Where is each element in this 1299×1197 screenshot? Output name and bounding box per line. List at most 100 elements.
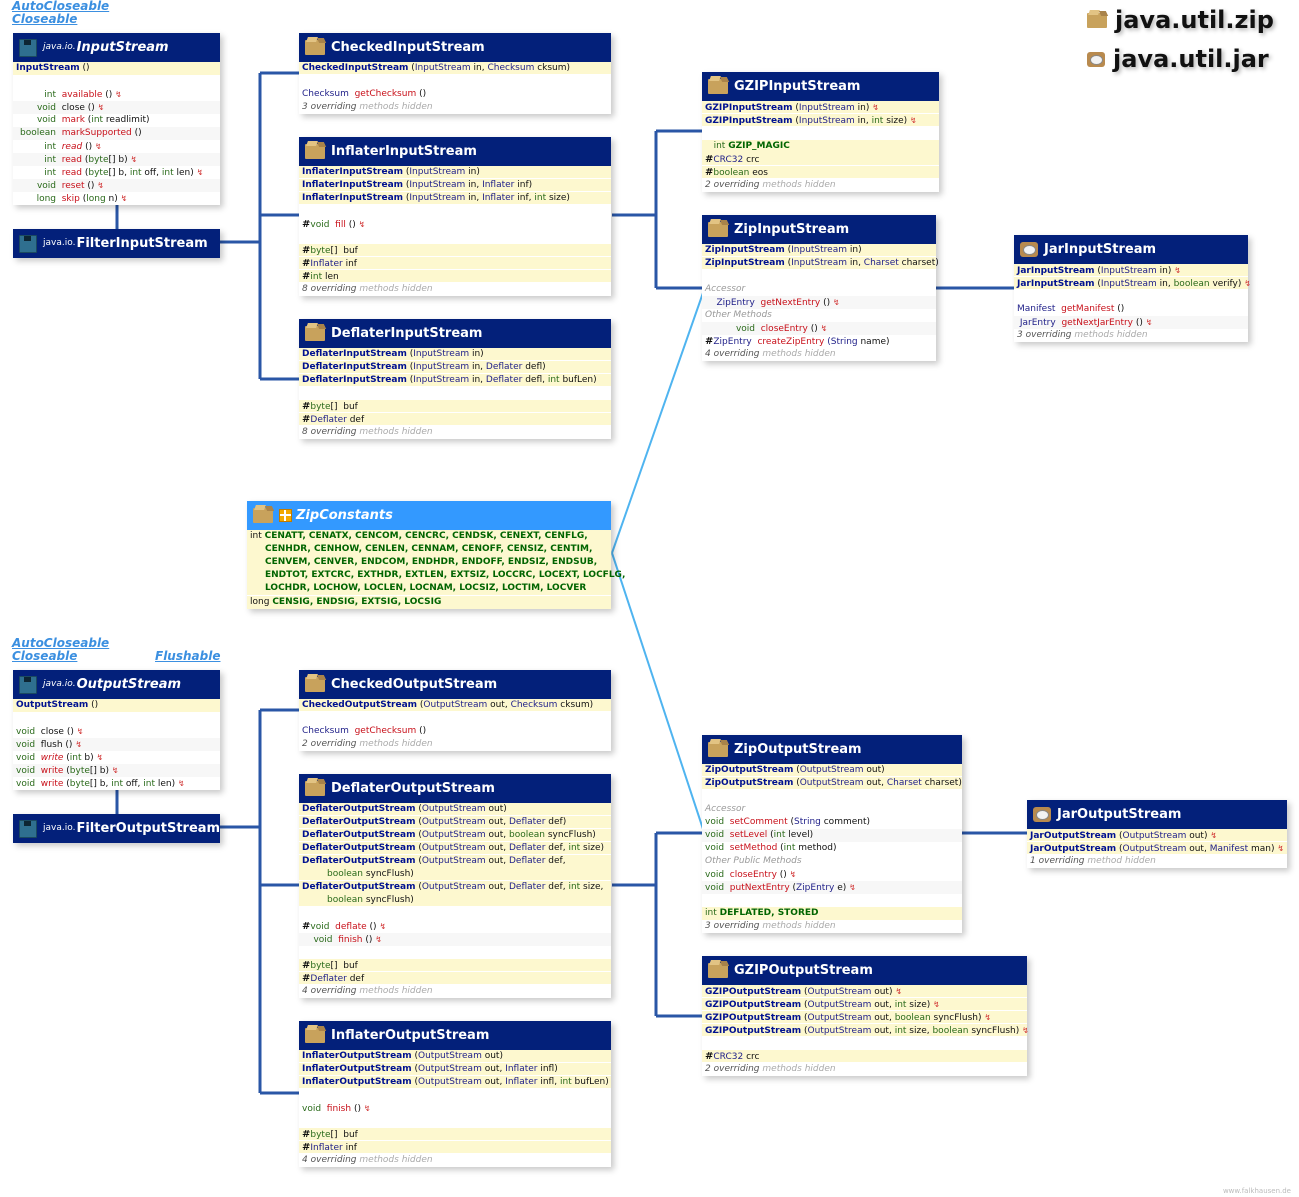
interface-link-autocloseable[interactable]: AutoCloseable	[12, 636, 110, 650]
class-header[interactable]: java.io.InputStream	[13, 33, 220, 62]
constructor-row: GZIPOutputStream (OutputStream out) ↯	[702, 985, 1027, 998]
class-jarinputstream[interactable]: JarInputStream JarInputStream (InputStre…	[1014, 235, 1251, 342]
method-row: void flush () ↯	[13, 738, 220, 751]
class-name: ZipInputStream	[734, 222, 850, 237]
constructor-row: CheckedInputStream (InputStream in, Chec…	[299, 62, 611, 75]
section-label: Accessor	[705, 284, 746, 294]
class-header[interactable]: ZipInputStream	[702, 215, 936, 244]
connector-zipconstants-zipin	[611, 289, 705, 554]
class-header[interactable]: java.io.FilterInputStream	[13, 229, 220, 258]
long-constants: long CENSIG, ENDSIG, EXTSIG, LOCSIG	[247, 595, 611, 609]
class-header[interactable]: InflaterOutputStream	[299, 1021, 611, 1050]
class-header[interactable]: JarInputStream	[1014, 235, 1248, 264]
class-name: ZipOutputStream	[734, 742, 862, 757]
class-checkedinputstream[interactable]: CheckedInputStream CheckedInputStream (I…	[299, 33, 611, 114]
constant-row: int GZIP_MAGIC	[702, 140, 939, 153]
interface-link-autocloseable[interactable]: AutoCloseable	[12, 0, 110, 13]
section-label: Other Methods	[705, 310, 772, 320]
class-filterinputstream[interactable]: java.io.FilterInputStream	[13, 229, 220, 258]
constructor-list: CheckedInputStream (InputStream in, Chec…	[299, 62, 611, 75]
field-list: #CRC32 crc	[702, 1050, 1027, 1063]
method-row: int read () ↯	[44, 142, 102, 152]
field-row: #byte[] buf	[299, 959, 611, 972]
class-header[interactable]: DeflaterInputStream	[299, 319, 611, 348]
package-name: java.io.	[43, 823, 76, 833]
method-row: void close () ↯	[16, 727, 84, 737]
method-list: void close () ↯void flush () ↯void write…	[13, 725, 220, 790]
constructor-row: CheckedOutputStream (OutputStream out, C…	[299, 699, 611, 712]
section-label: Accessor	[705, 804, 746, 814]
class-header[interactable]: JarOutputStream	[1027, 800, 1287, 829]
class-header[interactable]: java.io.OutputStream	[13, 670, 220, 699]
connector-deflater-children	[612, 831, 704, 1018]
class-header[interactable]: CheckedInputStream	[299, 33, 611, 62]
class-outputstream[interactable]: java.io.OutputStream OutputStream () voi…	[13, 670, 220, 790]
interface-link-closeable[interactable]: Closeable	[12, 649, 78, 663]
field-row: #Inflater inf	[299, 257, 611, 270]
constructor-row: DeflaterInputStream (InputStream in)	[299, 348, 611, 361]
class-checkedoutputstream[interactable]: CheckedOutputStream CheckedOutputStream …	[299, 670, 611, 751]
class-jaroutputstream[interactable]: JarOutputStream JarOutputStream (OutputS…	[1027, 800, 1287, 868]
constructor-row: GZIPInputStream (InputStream in, int siz…	[702, 114, 939, 127]
class-name: InflaterOutputStream	[331, 1028, 490, 1043]
constructor-row: InputStream ()	[13, 62, 220, 75]
class-filteroutputstream[interactable]: java.io.FilterOutputStream	[13, 814, 220, 843]
method-row: ZipEntry getNextEntry () ↯	[702, 296, 936, 309]
floppy-disk-icon	[19, 819, 37, 838]
constructor-list: JarInputStream (InputStream in) ↯JarInpu…	[1014, 264, 1251, 290]
class-header[interactable]: ZipConstants	[247, 501, 611, 530]
jar-icon	[1020, 242, 1038, 257]
constant-row: int DEFLATED, STORED	[702, 907, 962, 920]
field-row: #CRC32 crc	[702, 1050, 1027, 1063]
class-gzipinputstream[interactable]: GZIPInputStream GZIPInputStream (InputSt…	[702, 72, 939, 192]
class-header[interactable]: GZIPInputStream	[702, 72, 939, 101]
method-row: #void fill () ↯	[302, 219, 366, 230]
package-box-icon	[253, 508, 273, 523]
class-inflateroutputstream[interactable]: InflaterOutputStream InflaterOutputStrea…	[299, 1021, 611, 1167]
interface-zipconstants[interactable]: ZipConstants int CENATT, CENATX, CENCOM,…	[247, 501, 625, 609]
class-header[interactable]: ZipOutputStream	[702, 735, 962, 764]
field-row: #boolean eos	[702, 166, 939, 179]
method-row: void close () ↯	[13, 101, 220, 114]
constructor-row: JarOutputStream (OutputStream out, Manif…	[1027, 842, 1287, 855]
class-name: CheckedOutputStream	[331, 677, 498, 692]
constructor-row: InflaterOutputStream (OutputStream out)	[299, 1050, 611, 1063]
other-methods: void closeEntry () ↯void putNextEntry (Z…	[702, 868, 962, 894]
method-row: void finish () ↯	[299, 933, 611, 946]
method-row: int available () ↯	[44, 90, 122, 100]
package-box-icon	[305, 144, 325, 159]
class-gzipoutputstream[interactable]: GZIPOutputStream GZIPOutputStream (Outpu…	[702, 956, 1029, 1076]
class-header[interactable]: GZIPOutputStream	[702, 956, 1027, 985]
constructor-row: DeflaterOutputStream (OutputStream out, …	[299, 855, 611, 881]
class-header[interactable]: java.io.FilterOutputStream	[13, 814, 220, 843]
jar-icon	[1033, 807, 1051, 822]
class-header[interactable]: CheckedOutputStream	[299, 670, 611, 699]
interface-link-closeable[interactable]: Closeable	[12, 12, 78, 26]
class-deflateroutputstream[interactable]: DeflaterOutputStream DeflaterOutputStrea…	[299, 774, 611, 998]
method-row: void closeEntry () ↯	[702, 322, 936, 335]
constructor-row: InflaterInputStream (InputStream in, Inf…	[299, 192, 611, 205]
method-row: int read (byte[] b, int off, int len) ↯	[44, 168, 204, 178]
constructor-row: DeflaterOutputStream (OutputStream out, …	[299, 816, 611, 829]
int-constants: int CENATT, CENATX, CENCOM, CENCRC, CEND…	[247, 530, 625, 595]
constructor-row: InflaterInputStream (InputStream in)	[299, 166, 611, 179]
class-zipinputstream[interactable]: ZipInputStream ZipInputStream (InputStre…	[702, 215, 939, 361]
class-inputstream[interactable]: java.io.InputStream InputStream () int a…	[13, 33, 220, 205]
class-inflaterinputstream[interactable]: InflaterInputStream InflaterInputStream …	[299, 137, 611, 296]
field-list: #byte[] buf#Deflater def	[299, 959, 611, 985]
class-header[interactable]: InflaterInputStream	[299, 137, 611, 166]
class-header[interactable]: DeflaterOutputStream	[299, 774, 611, 803]
connector-filter-output-children	[220, 708, 300, 1095]
interface-link-flushable[interactable]: Flushable	[155, 649, 221, 663]
class-name: GZIPOutputStream	[734, 963, 873, 978]
constructor-row: InflaterOutputStream (OutputStream out, …	[299, 1063, 611, 1076]
constructor-row: ZipOutputStream (OutputStream out)	[702, 764, 962, 777]
field-row: #byte[] buf	[299, 400, 611, 413]
class-zipoutputstream[interactable]: ZipOutputStream ZipOutputStream (OutputS…	[702, 735, 962, 933]
hidden-methods-note: 2 overriding methods hidden	[302, 739, 433, 749]
hidden-methods-note: 4 overriding methods hidden	[705, 349, 836, 359]
class-deflaterinputstream[interactable]: DeflaterInputStream DeflaterInputStream …	[299, 319, 611, 439]
accessor-methods: void setComment (String comment)void set…	[702, 816, 962, 855]
field-row: #Deflater def	[299, 972, 611, 985]
method-row: boolean markSupported ()	[13, 127, 220, 140]
